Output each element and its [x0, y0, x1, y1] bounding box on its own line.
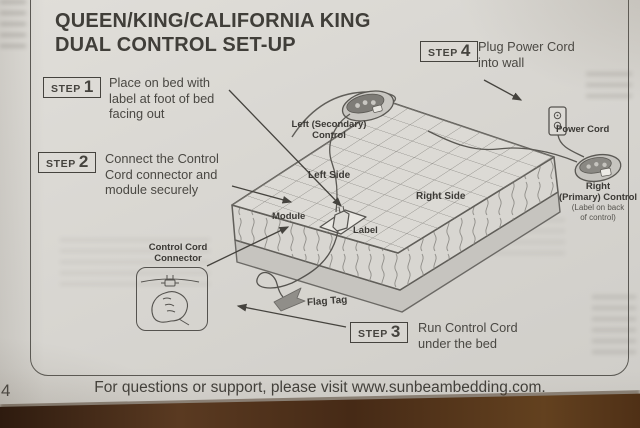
- module-label: Module: [272, 211, 306, 222]
- step-4-instruction: Plug Power Cord into wall: [478, 39, 596, 70]
- left-control-label: Left (Secondary) Control: [284, 119, 374, 141]
- step-1-line: Place on bed with: [109, 75, 211, 90]
- step-1-line: facing out: [109, 106, 165, 122]
- connector-label-line: Connector: [154, 253, 202, 265]
- step-4-badge: STEP 4: [420, 41, 479, 62]
- connector-label-line: Control Cord: [148, 242, 208, 253]
- step-1-badge: STEP 1: [43, 77, 102, 98]
- step-1-word: STEP: [51, 83, 81, 95]
- right-control-note-line: of control): [580, 212, 616, 222]
- step-3-badge: STEP 3: [350, 322, 409, 343]
- step-2-line: module securely: [105, 182, 199, 198]
- right-control-label-line: (Primary) Control: [558, 192, 638, 204]
- step-2-number: 2: [78, 152, 89, 171]
- step-1-line: label at foot of bed: [109, 90, 215, 106]
- left-control-label-line: Left (Secondary): [291, 119, 367, 130]
- title-line-1: QUEEN/KING/CALIFORNIA KING: [55, 10, 371, 32]
- step-3-instruction: Run Control Cord under the bed: [418, 320, 548, 351]
- connector-label: Control Cord Connector: [130, 242, 226, 264]
- right-control-label-line: Right: [585, 181, 611, 192]
- step-2-instruction: Connect the Control Cord connector and m…: [105, 151, 243, 198]
- left-control-label-line: Control: [312, 130, 346, 142]
- power-cord-label: Power Cord: [556, 124, 610, 135]
- page-number: 4: [1, 381, 11, 400]
- label-label: Label: [353, 225, 378, 236]
- page-title: QUEEN/KING/CALIFORNIA KING DUAL CONTROL …: [55, 10, 371, 57]
- connector-hand-icon: [140, 275, 200, 326]
- ink-bleed-smudge: [0, 0, 26, 48]
- step-2-line: Cord connector and: [105, 166, 218, 182]
- step-4-word: STEP: [428, 47, 458, 59]
- step-2-word: STEP: [46, 158, 76, 170]
- title-line-2: DUAL CONTROL SET-UP: [55, 33, 296, 56]
- step-3-line: Run Control Cord: [418, 320, 518, 335]
- left-side-label: Left Side: [308, 170, 351, 181]
- step-3-number: 3: [390, 322, 401, 341]
- step-2-line: Connect the Control: [105, 151, 219, 166]
- step-3-line: under the bed: [418, 335, 497, 351]
- right-side-label: Right Side: [416, 191, 466, 202]
- step-1-instruction: Place on bed with label at foot of bed f…: [109, 75, 229, 122]
- connector-inset-box: [136, 267, 208, 331]
- step-4-number: 4: [460, 41, 471, 60]
- right-control-note-line: (Label on back: [571, 203, 625, 213]
- step-3-word: STEP: [358, 328, 388, 340]
- step-4-line: into wall: [478, 54, 525, 70]
- right-control-label: Right (Primary) Control (Label on back o…: [552, 181, 640, 222]
- step-1-number: 1: [83, 77, 94, 96]
- panel-border: [30, 0, 629, 376]
- support-footer-text: For questions or support, please visit w…: [94, 379, 546, 396]
- step-4-line: Plug Power Cord: [478, 39, 575, 54]
- step-2-badge: STEP 2: [38, 152, 97, 173]
